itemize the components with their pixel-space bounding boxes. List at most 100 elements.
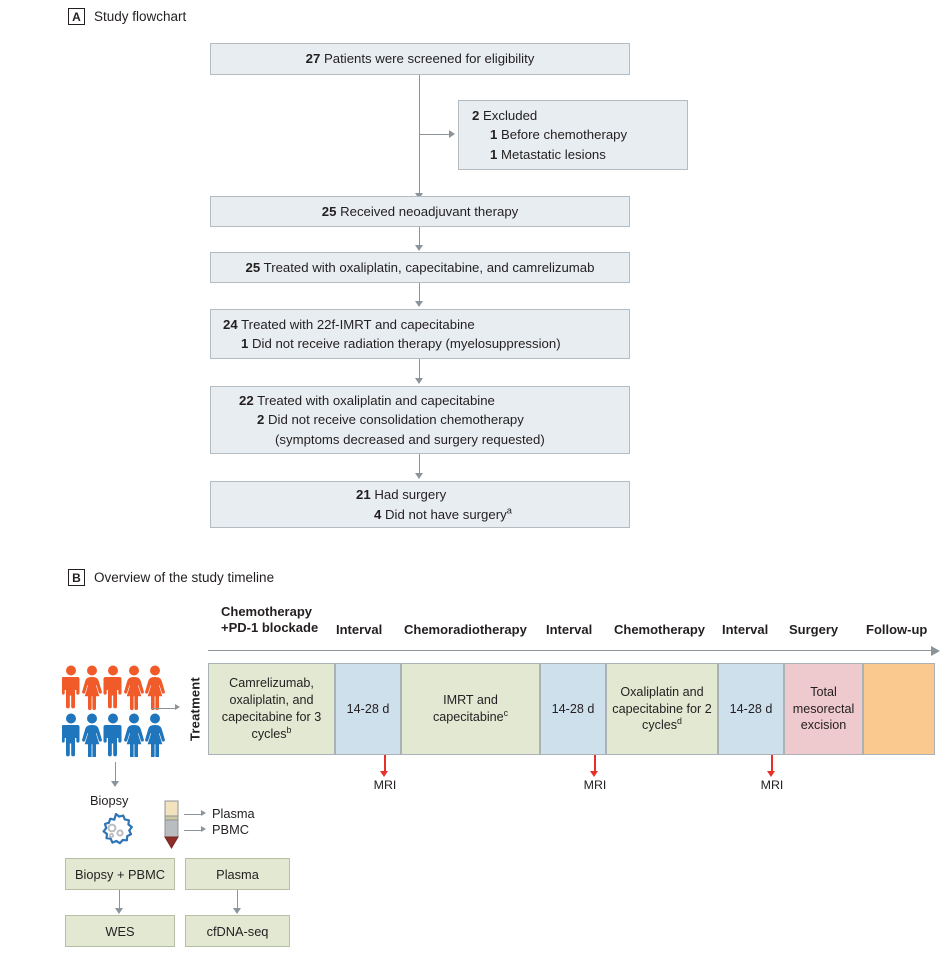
flow-line-number: 4 — [374, 506, 382, 522]
biopsy-cell-icon — [102, 812, 133, 845]
blood-collection-tube-icon — [164, 800, 179, 849]
flow-line: 25 Received neoadjuvant therapy — [322, 202, 519, 221]
timeline-cell-interval-1: 14-28 d — [335, 663, 401, 755]
timeline-cell-interval-2: 14-28 d — [540, 663, 606, 755]
arrow-to-wes — [115, 908, 123, 914]
panel-b-header: B Overview of the study timeline — [68, 569, 274, 586]
flow-line-text: Patients were screened for eligibility — [323, 51, 535, 67]
mri-arrow-3 — [767, 771, 775, 777]
flow-line: 2 Did not receive consolidation chemothe… — [239, 410, 524, 429]
panel-b-letter: B — [68, 569, 85, 586]
flow-line-number: 25 — [321, 203, 337, 219]
timeline-header-chemotherapy: Chemotherapy — [614, 622, 706, 637]
timeline-header-line1: Chemotherapy — [221, 604, 313, 619]
mri-arrow-1 — [380, 771, 388, 777]
flow-line-number: 24 — [223, 316, 238, 332]
connector-tube-plasma — [184, 814, 202, 816]
timeline-header-chemoradiotherapy: Chemoradiotherapy — [404, 622, 527, 637]
mri-label-1: MRI — [373, 778, 397, 792]
flow-line-number: 1 — [241, 336, 249, 351]
flow-box-screened: 27 Patients were screened for eligibilit… — [210, 43, 630, 75]
flow-line: 2 Excluded — [472, 106, 537, 125]
timeline-cell-surgery: Total mesorectal excision — [784, 663, 863, 755]
tube-output-label-pbmc: PBMC — [212, 822, 249, 837]
panel-b-title: Overview of the study timeline — [94, 570, 275, 585]
patient-cohort-icons — [62, 665, 165, 757]
flow-line: 22 Treated with oxaliplatin and capecita… — [239, 391, 495, 410]
flow-line-number: 25 — [245, 259, 261, 275]
timeline-cell-chemotherapy: Oxaliplatin and capecitabine for 2 cycle… — [606, 663, 718, 755]
flow-line-text: Before chemotherapy — [501, 127, 628, 143]
flow-line-text: Had surgery — [374, 487, 447, 503]
flow-line-text: Excluded — [483, 108, 538, 124]
timeline-cell-interval-3: 14-28 d — [718, 663, 784, 755]
flow-line-text: Received neoadjuvant therapy — [340, 203, 519, 219]
timeline-header-chemo-pd1: Chemotherapy +PD-1 blockade — [221, 604, 318, 636]
timeline-cell-text: 14-28 d — [729, 701, 773, 716]
workflow-box-label: cfDNA-seq — [206, 923, 269, 939]
workflow-box-label: Biopsy + PBMC — [75, 866, 165, 882]
flow-line: 4 Did not have surgerya — [356, 505, 512, 524]
timeline-cell-follow-up — [863, 663, 935, 755]
arrow-to-consolidation — [415, 378, 423, 384]
timeline-cell-text: Oxaliplatin and capecitabine for 2 cycle… — [612, 684, 712, 733]
connector-to-excluded — [419, 134, 449, 136]
timeline-header-interval-2: Interval — [546, 622, 593, 637]
flow-line-number: 22 — [239, 393, 254, 409]
biopsy-label: Biopsy — [90, 793, 129, 808]
connector-received-to-treated — [419, 227, 421, 246]
connector-people-to-treatment — [152, 708, 176, 710]
timeline-header-interval-3: Interval — [722, 622, 769, 637]
flow-box-surgery: 21 Had surgery 4 Did not have surgerya — [210, 481, 630, 528]
workflow-box-label: WES — [105, 923, 135, 939]
flow-box-excluded: 2 Excluded 1 Before chemotherapy 1 Metas… — [458, 100, 688, 170]
treatment-row-label: Treatment — [187, 677, 203, 741]
arrow-people-to-treatment — [175, 704, 180, 710]
flow-line-text: Did not receive consolidation chemothera… — [268, 412, 524, 428]
flow-line: 1 Did not receive radiation therapy (mye… — [223, 334, 561, 353]
workflow-box-plasma: Plasma — [185, 858, 290, 890]
timeline-header-follow-up: Follow-up — [866, 622, 928, 637]
connector-treated-to-imrt — [419, 283, 421, 302]
workflow-box-wes: WES — [65, 915, 175, 947]
mri-arrow-2 — [590, 771, 598, 777]
patient-icon-male — [103, 665, 122, 709]
flow-line-text: Metastatic lesions — [501, 146, 606, 162]
connector-biopsy-pbmc-to-wes — [119, 890, 121, 909]
flow-line-text: Treated with oxaliplatin, capecitabine, … — [263, 259, 595, 275]
flow-line-text: Did not receive radiation therapy (myelo… — [252, 336, 561, 351]
flow-box-treated-camrelizumab: 25 Treated with oxaliplatin, capecitabin… — [210, 252, 630, 283]
timeline-cell-text: Camrelizumab, oxaliplatin, and capecitab… — [221, 676, 322, 741]
patient-icon-male — [62, 665, 80, 709]
patient-icon-female — [145, 665, 165, 711]
flow-line: (symptoms decreased and surgery requeste… — [239, 430, 545, 449]
arrow-to-cfdna-seq — [233, 908, 241, 914]
timeline-cell-text: IMRT and capecitabine — [432, 693, 504, 724]
connector-tube-pbmc — [184, 830, 202, 832]
patient-icon-female — [82, 665, 102, 711]
flow-box-received-neoadjuvant: 25 Received neoadjuvant therapy — [210, 196, 630, 227]
connector-people-to-biopsy — [115, 762, 117, 782]
patient-icons-blue-row — [62, 713, 165, 757]
patient-icon-male — [103, 713, 122, 757]
panel-a-title: Study flowchart — [94, 9, 187, 24]
flow-line-text: Treated with oxaliplatin and capecitabin… — [257, 393, 495, 409]
flow-line-number: 2 — [257, 412, 265, 428]
flow-box-treated-consolidation: 22 Treated with oxaliplatin and capecita… — [210, 386, 630, 454]
panel-a-letter: A — [68, 8, 85, 25]
timeline-axis — [208, 650, 933, 652]
patient-icons-orange-row — [62, 665, 165, 711]
arrow-to-surgery — [415, 473, 423, 479]
flow-line: 27 Patients were screened for eligibilit… — [306, 49, 535, 68]
mri-tick-2 — [594, 755, 596, 773]
flow-line-text: Treated with 22f-IMRT and capecitabine — [241, 316, 475, 332]
timeline-cell-text: 14-28 d — [346, 701, 390, 716]
arrow-to-imrt — [415, 301, 423, 307]
connector-plasma-to-cfdna — [237, 890, 239, 909]
timeline-header-surgery: Surgery — [789, 622, 839, 637]
timeline-cell-text: Total mesorectal excision — [792, 684, 855, 733]
timeline-axis-arrow — [931, 646, 940, 656]
flow-line-number: 1 — [490, 127, 498, 143]
flow-line: 21 Had surgery — [356, 485, 446, 504]
patient-icon-female — [145, 713, 165, 757]
